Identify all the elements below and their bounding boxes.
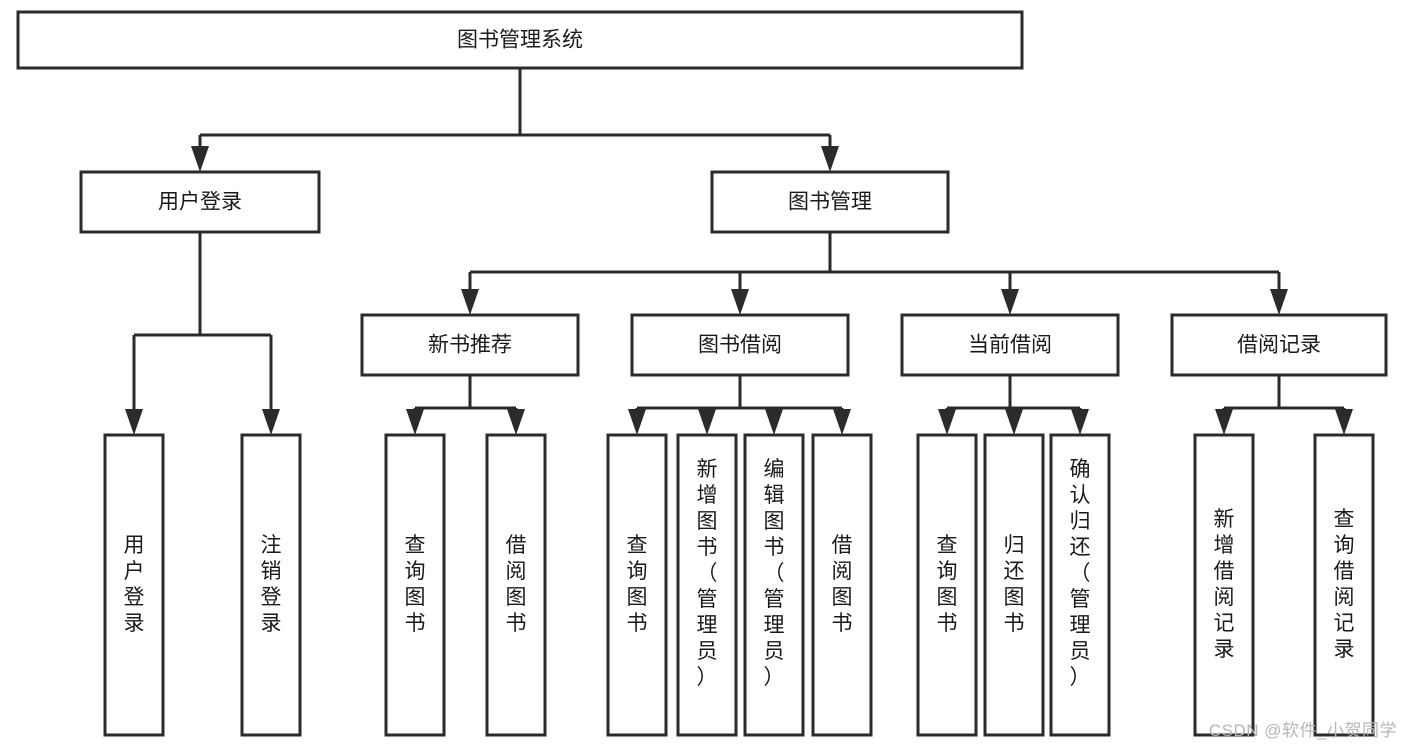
node-label: 查询借阅记录 (1334, 508, 1355, 661)
node-box (743, 433, 805, 737)
node-label: 图书管理 (788, 191, 872, 214)
node-label: 注销登录 (261, 534, 282, 635)
node-label: 新增图书（管理员） (697, 458, 718, 689)
connector-group-l2_new (406, 375, 525, 435)
node-box (1170, 313, 1388, 377)
node-label: 新增借阅记录 (1214, 508, 1235, 661)
node-l1-book[interactable]: 图书管理 (710, 170, 950, 234)
connector-group-l1_book (461, 232, 1288, 315)
node-label: 确认归还（管理员） (1070, 458, 1091, 689)
node-label: 借阅图书 (832, 534, 853, 635)
node-leaf-record-add[interactable]: 新增借阅记录 (1193, 433, 1255, 737)
node-box (360, 313, 580, 377)
node-label: 新书推荐 (428, 334, 512, 357)
node-label: 查询图书 (627, 534, 648, 635)
arrow-head-icon (1071, 409, 1089, 435)
node-leaf-current-return[interactable]: 归还图书 (983, 433, 1045, 737)
node-label: 用户登录 (124, 534, 145, 635)
node-label: 编辑图书（管理员） (764, 458, 785, 689)
arrow-head-icon (731, 289, 749, 315)
node-box (384, 433, 446, 737)
watermark-label: CSDN @软件_小贺同学 (1208, 721, 1397, 740)
node-label: 图书借阅 (698, 334, 782, 357)
node-box (630, 313, 850, 377)
node-l2-new[interactable]: 新书推荐 (360, 313, 580, 377)
node-box (916, 433, 978, 737)
arrow-head-icon (765, 409, 783, 435)
arrow-head-icon (698, 409, 716, 435)
node-leaf-current-query[interactable]: 查询图书 (916, 433, 978, 737)
node-leaf-borrow-edit[interactable]: 编辑图书（管理员） (743, 433, 805, 737)
node-box (485, 433, 547, 737)
node-leaf-borrow-query[interactable]: 查询图书 (606, 433, 668, 737)
node-l2-record[interactable]: 借阅记录 (1170, 313, 1388, 377)
arrow-head-icon (507, 409, 525, 435)
node-box (811, 433, 873, 737)
arrow-head-icon (938, 409, 956, 435)
node-l1-user[interactable]: 用户登录 (79, 170, 321, 234)
arrow-head-icon (1335, 409, 1353, 435)
node-label: 查询图书 (405, 534, 426, 635)
connector-group-l2_borrow (628, 375, 851, 435)
connector-group-root (191, 68, 839, 172)
node-label: 归还图书 (1004, 534, 1025, 635)
node-leaf-user-login[interactable]: 用户登录 (103, 433, 165, 737)
connector-group-l1_user (125, 232, 280, 435)
node-box (1313, 433, 1375, 737)
node-box (240, 433, 302, 737)
node-leaf-borrow-take[interactable]: 借阅图书 (811, 433, 873, 737)
node-label: 借阅图书 (506, 534, 527, 635)
arrow-head-icon (125, 409, 143, 435)
connector-group-l2_current (938, 375, 1089, 435)
node-label: 图书管理系统 (457, 29, 583, 52)
arrow-head-icon (833, 409, 851, 435)
arrow-head-icon (628, 409, 646, 435)
node-leaf-current-confirm[interactable]: 确认归还（管理员） (1049, 433, 1111, 737)
node-label: 借阅记录 (1237, 334, 1321, 357)
node-box (1193, 433, 1255, 737)
node-leaf-new-query[interactable]: 查询图书 (384, 433, 446, 737)
node-leaf-borrow-add[interactable]: 新增图书（管理员） (676, 433, 738, 737)
arrow-head-icon (262, 409, 280, 435)
node-leaf-record-query[interactable]: 查询借阅记录 (1313, 433, 1375, 737)
node-l2-borrow[interactable]: 图书借阅 (630, 313, 850, 377)
node-box (900, 313, 1120, 377)
node-box (1049, 433, 1111, 737)
node-box (103, 433, 165, 737)
arrow-head-icon (406, 409, 424, 435)
node-box (606, 433, 668, 737)
arrow-head-icon (1270, 289, 1288, 315)
node-root[interactable]: 图书管理系统 (16, 10, 1024, 70)
arrow-head-icon (1005, 409, 1023, 435)
connector-group-l2_record (1215, 375, 1353, 435)
node-box (676, 433, 738, 737)
node-box (983, 433, 1045, 737)
node-label: 当前借阅 (968, 334, 1052, 357)
node-box (79, 170, 321, 234)
node-leaf-user-logout[interactable]: 注销登录 (240, 433, 302, 737)
node-label: 用户登录 (158, 191, 242, 214)
node-l2-current[interactable]: 当前借阅 (900, 313, 1120, 377)
arrow-head-icon (821, 146, 839, 172)
arrow-head-icon (191, 146, 209, 172)
arrow-head-icon (461, 289, 479, 315)
node-label: 查询图书 (937, 534, 958, 635)
node-leaf-new-borrow[interactable]: 借阅图书 (485, 433, 547, 737)
node-box (16, 10, 1024, 70)
arrow-head-icon (1215, 409, 1233, 435)
arrow-head-icon (1001, 289, 1019, 315)
node-box (710, 170, 950, 234)
